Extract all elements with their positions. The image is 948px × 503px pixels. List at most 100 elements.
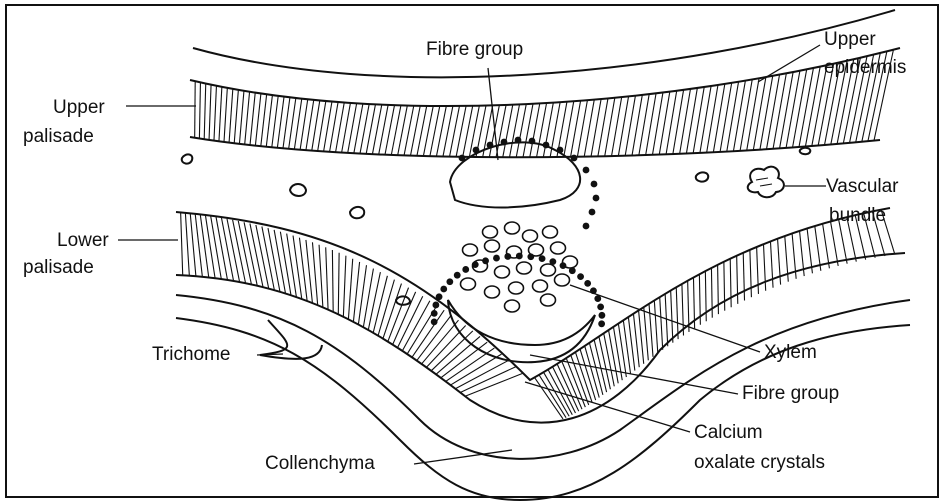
upper-epidermis-outer — [193, 10, 895, 77]
palisade-cell-line — [770, 241, 773, 287]
crystal-dot — [516, 253, 523, 260]
palisade-cell-line — [713, 84, 724, 152]
palisade-cell-line — [753, 77, 766, 150]
crystal-dot — [583, 167, 590, 174]
palisade-cell-line — [229, 89, 233, 143]
palisade-cell-line — [332, 250, 333, 312]
label-upper-palisade-line2: palisade — [23, 125, 94, 149]
palisade-cell-line — [757, 247, 759, 294]
palisade-cell-line — [300, 99, 308, 149]
small-bundle-5 — [800, 148, 811, 154]
leader-calcium-oxalate — [525, 382, 690, 432]
small-bundle-2 — [290, 184, 306, 196]
palisade-cell-line — [750, 250, 752, 297]
palisade-cell-line — [604, 333, 615, 386]
palisade-cell-line — [780, 72, 794, 148]
lower-epidermis-inner — [176, 295, 910, 459]
palisade-cell-line — [740, 79, 752, 150]
palisade-cell-line — [747, 78, 759, 150]
palisade-cell-line — [250, 93, 255, 145]
palisade-cell-line — [718, 265, 719, 314]
palisade-cell-line — [214, 86, 216, 141]
xylem-vessel — [485, 286, 500, 298]
palisade-cell-line — [412, 310, 444, 357]
palisade-cell-line — [219, 87, 222, 141]
crystal-dot — [446, 278, 453, 285]
crystal-dot — [599, 312, 606, 319]
crystal-dot — [527, 253, 534, 260]
label-lower-palisade-line1: Lower — [57, 229, 109, 253]
palisade-cell-line — [831, 221, 839, 266]
palisade-cell-line — [733, 81, 745, 152]
xylem-vessel — [463, 244, 478, 256]
palisade-cell-line — [227, 219, 240, 282]
palisade-cell-line — [277, 97, 284, 148]
small-bundle-3 — [350, 207, 364, 218]
palisade-cell-line — [256, 225, 269, 289]
crystal-dot — [487, 142, 494, 149]
palisade-cell-line — [244, 222, 257, 286]
palisade-cell-line — [707, 85, 718, 153]
palisade-cell-line — [720, 83, 732, 152]
palisade-cell-line — [224, 88, 227, 142]
palisade-cell-line — [823, 224, 830, 269]
palisade-cell-line — [562, 361, 582, 409]
xylem-vessel — [483, 226, 498, 238]
palisade-cell-line — [666, 91, 677, 155]
label-vascular-bundle-line2: bundle — [829, 204, 886, 228]
crystal-dot — [473, 147, 480, 154]
palisade-cell-line — [815, 226, 821, 271]
palisade-cell-line — [727, 82, 739, 152]
palisade-cell-line — [799, 68, 813, 147]
crystal-dot — [515, 137, 522, 144]
crystal-dot — [591, 181, 598, 188]
xylem-vessel — [541, 294, 556, 306]
palisade-cell-line — [431, 331, 473, 371]
crystal-dot — [454, 272, 461, 279]
crystal-dot — [432, 302, 439, 309]
palisade-cell-line — [306, 240, 312, 303]
crystal-dot — [571, 155, 578, 162]
palisade-cell-line — [711, 268, 712, 318]
palisade-cell-line — [234, 90, 238, 143]
label-calcium-line2: oxalate crystals — [694, 451, 825, 475]
crystal-dot — [431, 310, 438, 317]
xylem-vessel — [543, 226, 558, 238]
label-lower-palisade-line2: palisade — [23, 256, 94, 280]
xylem-vessel — [555, 274, 570, 286]
crystal-dot — [529, 138, 536, 145]
palisade-cell-line — [255, 93, 261, 145]
label-upper-palisade-line1: Upper — [53, 96, 105, 120]
crystal-dot — [459, 155, 466, 162]
palisade-cell-line — [221, 218, 233, 281]
palisade-cell-line — [422, 320, 459, 364]
xylem-vessel — [533, 280, 548, 292]
xylem-vessel — [495, 266, 510, 278]
palisade-cell-line — [659, 92, 670, 155]
palisade-cell-line — [205, 215, 215, 278]
crystal-dot — [560, 262, 567, 269]
label-collenchyma: Collenchyma — [265, 452, 375, 476]
palisade-cell-line — [455, 360, 508, 388]
crystal-dot — [593, 195, 600, 202]
palisade-cell-line — [743, 253, 744, 301]
palisade-cell-line — [793, 69, 807, 147]
palisade-cell-line — [766, 75, 779, 150]
palisade-cell-line — [599, 337, 610, 390]
palisade-cell-line — [786, 71, 800, 148]
palisade-cell-line — [294, 99, 301, 150]
palisade-cell-line — [283, 97, 290, 148]
crystal-dot — [501, 139, 508, 146]
palisade-cell-line — [633, 314, 639, 367]
crystal-dot — [482, 257, 489, 264]
palisade-cell-line — [216, 217, 227, 280]
palisade-cell-line — [760, 76, 773, 150]
crystal-dot — [436, 293, 443, 300]
palisade-cell-line — [654, 300, 657, 353]
palisade-cell-line — [649, 304, 653, 357]
palisade-cell-line — [693, 87, 704, 153]
crystal-dot — [462, 266, 469, 273]
palisade-cell-line — [451, 354, 502, 385]
